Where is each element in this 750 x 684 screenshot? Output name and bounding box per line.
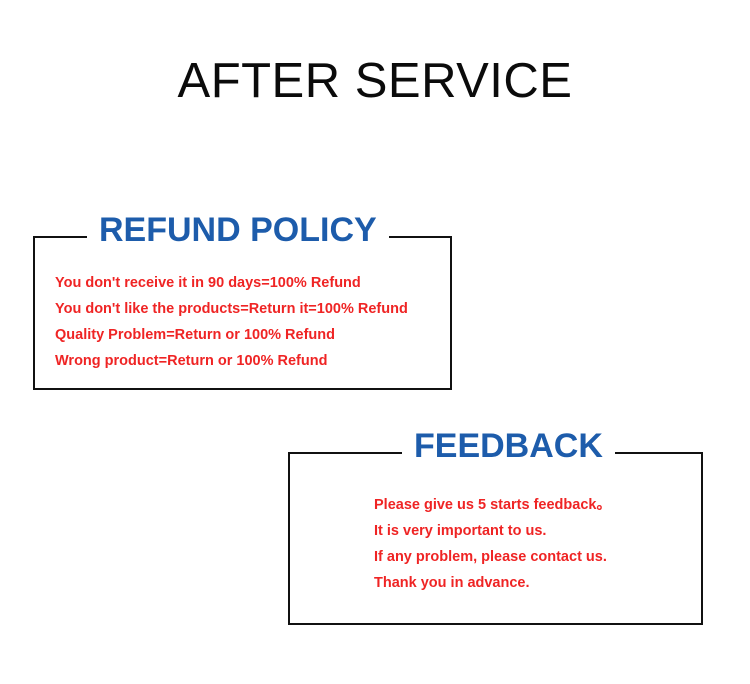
feedback-line: Thank you in advance. [374, 575, 530, 591]
refund-policy-line: Wrong product=Return or 100% Refund [55, 353, 328, 369]
feedback-line: Please give us 5 starts feedback。 [374, 497, 611, 513]
feedback-heading: FEEDBACK [402, 427, 615, 467]
refund-policy-line: Quality Problem=Return or 100% Refund [55, 327, 335, 343]
feedback-text-block: Please give us 5 starts feedback。 It is … [374, 492, 611, 596]
refund-policy-line: You don't receive it in 90 days=100% Ref… [55, 275, 361, 291]
refund-policy-text-block: You don't receive it in 90 days=100% Ref… [55, 270, 408, 374]
refund-policy-panel: REFUND POLICY You don't receive it in 90… [33, 211, 452, 390]
feedback-line: If any problem, please contact us. [374, 549, 607, 565]
refund-policy-heading: REFUND POLICY [87, 211, 389, 251]
feedback-panel: FEEDBACK Please give us 5 starts feedbac… [288, 427, 703, 625]
page-title: AFTER SERVICE [177, 54, 573, 108]
feedback-line: It is very important to us. [374, 523, 547, 539]
refund-policy-line: You don't like the products=Return it=10… [55, 301, 408, 317]
